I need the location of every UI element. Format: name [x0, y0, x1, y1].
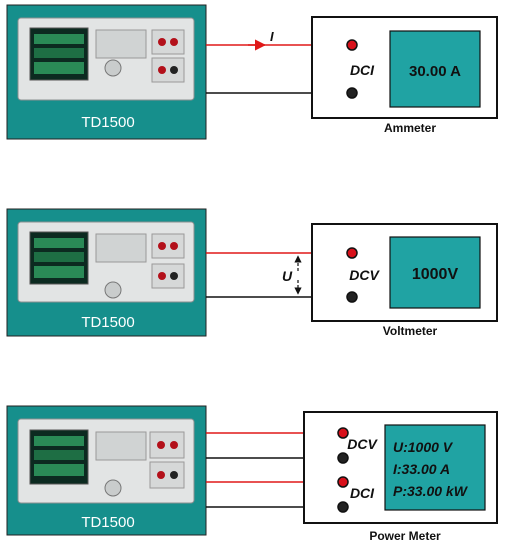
mode-label-current: DCI — [350, 485, 375, 501]
meter-caption: Ammeter — [384, 121, 436, 135]
red-terminal — [346, 247, 358, 259]
mode-label: DCV — [349, 267, 380, 283]
td1500-device-image — [17, 17, 195, 101]
voltmeter-setup: TD1500 U 1000V DCV Voltmeter — [6, 208, 498, 338]
td1500-device-image — [17, 418, 195, 504]
td1500-source-panel: TD1500 — [6, 208, 207, 337]
ammeter: 30.00 A DCI — [311, 16, 498, 119]
voltage-label: U — [282, 268, 293, 284]
voltmeter: 1000V DCV — [311, 223, 498, 322]
meter-caption: Power Meter — [369, 529, 441, 543]
source-name: TD1500 — [81, 114, 134, 131]
meter-reading-voltage: U:1000 V — [393, 439, 454, 455]
power-meter: U:1000 V I:33.00 A P:33.00 kW DCV DCI — [303, 411, 498, 524]
power-meter-setup: TD1500 U:1000 V I:33.00 A P:33.00 kW DCV… — [6, 405, 498, 543]
black-terminal — [346, 291, 358, 303]
red-terminal — [346, 39, 358, 51]
black-terminal-current — [337, 501, 349, 513]
meter-reading: 30.00 A — [409, 63, 461, 80]
source-name: TD1500 — [81, 314, 134, 331]
meter-reading-current: I:33.00 A — [393, 461, 450, 477]
meter-display — [384, 424, 486, 511]
meter-display — [389, 236, 481, 309]
meter-caption: Voltmeter — [383, 324, 438, 338]
mode-label: DCI — [350, 62, 375, 78]
meter-reading-power: P:33.00 kW — [393, 483, 469, 499]
td1500-device-image — [17, 221, 195, 303]
source-name: TD1500 — [81, 514, 134, 531]
black-terminal — [346, 87, 358, 99]
td1500-source-panel: TD1500 — [6, 4, 207, 140]
meter-display — [389, 30, 481, 108]
ammeter-setup: TD1500 I 30.00 A DCI Ammeter — [6, 4, 498, 140]
td1500-source-panel: TD1500 — [6, 405, 207, 536]
red-terminal-voltage — [337, 427, 349, 439]
red-terminal-current — [337, 476, 349, 488]
meter-reading: 1000V — [412, 266, 459, 283]
mode-label-voltage: DCV — [347, 436, 378, 452]
black-terminal-voltage — [337, 452, 349, 464]
current-label: I — [270, 29, 274, 44]
